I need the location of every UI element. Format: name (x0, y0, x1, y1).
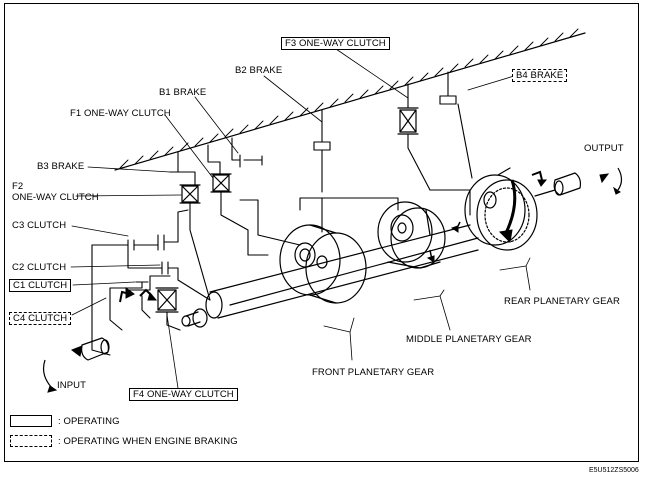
leader-lines (70, 48, 531, 389)
label-f4-one-way-clutch: F4 ONE-WAY CLUTCH (129, 388, 238, 401)
legend-operating-swatch (10, 415, 52, 427)
oneway-clutch-f1 (210, 173, 232, 193)
legend-operating-label: : OPERATING (58, 416, 120, 427)
input-shaft-part (81, 337, 110, 361)
label-b2-brake: B2 BRAKE (235, 65, 283, 76)
legend-engine-braking-label: : OPERATING WHEN ENGINE BRAKING (58, 436, 238, 447)
label-b4-brake: B4 BRAKE (512, 69, 568, 82)
label-front-planetary-gear: FRONT PLANETARY GEAR (312, 367, 435, 378)
lower-links (189, 189, 471, 301)
oneway-clutch-f4 (155, 287, 179, 313)
rear-gear-rotation-arrow (498, 229, 513, 244)
intermediate-shaft (181, 224, 479, 328)
label-b1-brake: B1 BRAKE (159, 87, 207, 98)
input-arrow (70, 345, 83, 357)
label-output: OUTPUT (584, 143, 624, 154)
label-c1-clutch: C1 CLUTCH (9, 279, 72, 292)
label-b3-brake: B3 BRAKE (37, 161, 85, 172)
case-links (169, 71, 473, 193)
middle-planetary-gear (377, 201, 446, 269)
output-arrow (599, 173, 610, 184)
label-f1-one-way-clutch: F1 ONE-WAY CLUTCH (70, 108, 171, 119)
output-rotation-arrow (613, 186, 621, 195)
c-clutch-linkage (91, 209, 211, 356)
figure-frame (4, 3, 639, 462)
label-f2: F2 (12, 181, 24, 192)
figure-code: E5U512ZS5006 (589, 467, 639, 474)
arrows (42, 167, 623, 393)
oneway-clutch-f2 (179, 184, 201, 204)
label-f3-one-way-clutch: F3 ONE-WAY CLUTCH (281, 37, 390, 50)
rear-planetary-gear (464, 167, 556, 251)
label-middle-planetary-gear: MIDDLE PLANETARY GEAR (406, 334, 532, 345)
label-input: INPUT (57, 380, 86, 391)
legend-engine-braking-swatch (10, 435, 52, 447)
transmission-case (114, 28, 586, 171)
label-f2-one-way-clutch: ONE-WAY CLUTCH (12, 192, 99, 203)
label-rear-planetary-gear: REAR PLANETARY GEAR (504, 296, 620, 307)
output-shaft-part (553, 172, 582, 196)
label-c2-clutch: C2 CLUTCH (12, 262, 67, 273)
oneway-clutch-f3 (397, 107, 419, 135)
input-rotation-arrow (47, 385, 58, 393)
label-c3-clutch: C3 CLUTCH (12, 220, 67, 231)
front-planetary-gear (279, 224, 367, 304)
label-c4-clutch: C4 CLUTCH (9, 312, 72, 325)
